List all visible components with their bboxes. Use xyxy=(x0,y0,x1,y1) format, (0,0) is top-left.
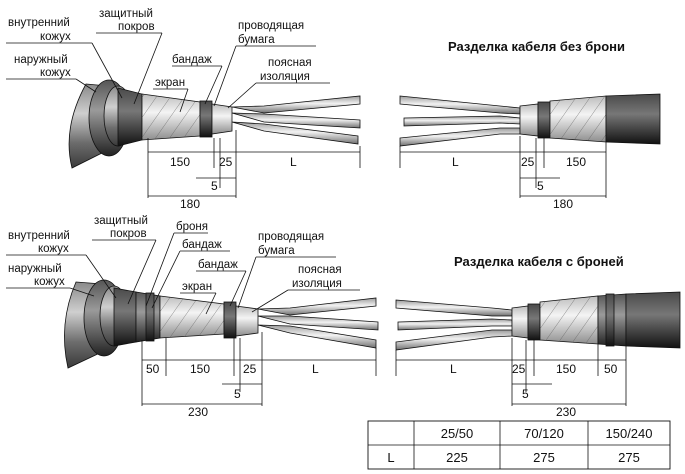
top-label-bandage: бандаж xyxy=(172,54,212,66)
bottom-right-sheath xyxy=(625,291,681,349)
top-dim-right-150: 150 xyxy=(566,155,586,169)
bottom-label-armor: броня xyxy=(176,221,208,233)
top-dim-left-150: 150 xyxy=(170,155,190,169)
bottom-label-belt-2: изоляция xyxy=(292,278,342,290)
bottom-left-cable-end xyxy=(64,279,379,369)
bottom-labels: внутренний кожух защитный покров наружны… xyxy=(6,215,360,315)
top-dim-right-180: 180 xyxy=(553,197,573,211)
bottom-label-protective-2: покров xyxy=(110,228,147,240)
bottom-label-belt-1: поясная xyxy=(298,264,342,276)
bottom-dim-left-25: 25 xyxy=(243,362,257,376)
top-core-1 xyxy=(231,95,361,114)
top-right-core-3 xyxy=(399,127,521,147)
bottom-label-screen: экран xyxy=(182,281,212,293)
bottom-dim-right-L: L xyxy=(450,362,457,376)
bottom-dim-right-230: 230 xyxy=(556,405,576,419)
top-core-3 xyxy=(231,121,359,145)
top-left-cable-end xyxy=(68,79,361,169)
bottom-label-paper-1: проводящая xyxy=(258,231,324,243)
bottom-right-cable-end xyxy=(395,291,681,351)
bottom-label-outer-sheath-2: кожух xyxy=(34,276,65,288)
bottom-dim-right-50: 50 xyxy=(604,362,618,376)
top-label-inner-sheath-1: внутренний xyxy=(8,17,70,29)
table-header-150-240: 150/240 xyxy=(606,426,653,441)
top-conductive-paper xyxy=(211,103,233,135)
bottom-protective-cover xyxy=(113,287,137,347)
bottom-conductive-paper xyxy=(235,305,259,337)
top-label-outer-sheath-2: кожух xyxy=(40,67,71,79)
top-dim-right-5: 5 xyxy=(537,179,544,193)
bottom-right-armor-bandage xyxy=(605,293,615,347)
top-label-protective-2: покров xyxy=(118,21,155,33)
bottom-label-paper-2: бумага xyxy=(258,245,295,257)
bottom-bandage xyxy=(223,301,237,339)
length-table: 25/50 70/120 150/240 L 225 275 275 xyxy=(367,420,671,470)
bottom-diagram: Разделка кабеля с броней xyxy=(6,215,681,419)
top-dim-left-180: 180 xyxy=(180,197,200,211)
bottom-label-outer-sheath-1: наружный xyxy=(8,263,62,275)
top-right-dimensions: L 25 150 5 180 xyxy=(399,136,607,211)
top-right-core-1 xyxy=(399,95,521,115)
bottom-left-dimensions: 50 150 25 L 5 230 xyxy=(141,332,377,419)
bottom-dim-right-25: 25 xyxy=(512,362,526,376)
bottom-dim-right-5: 5 xyxy=(522,387,529,401)
top-dim-left-25: 25 xyxy=(219,155,233,169)
bottom-label-protective-1: защитный xyxy=(94,215,148,227)
bottom-core-3 xyxy=(257,324,377,349)
bottom-core-2 xyxy=(257,315,379,331)
table-header-25-50: 25/50 xyxy=(441,426,474,441)
bottom-label-bandage-2: бандаж xyxy=(198,259,238,271)
top-label-belt-1: поясная xyxy=(268,57,312,69)
top-label-belt-2: изоляция xyxy=(260,71,310,83)
top-right-sheath xyxy=(605,93,661,145)
top-right-cable-end xyxy=(399,93,661,147)
bottom-armor-bandage xyxy=(145,292,155,342)
bottom-dim-left-50: 50 xyxy=(146,362,160,376)
bottom-title: Разделка кабеля с броней xyxy=(454,254,624,269)
table-cell-275-b: 275 xyxy=(618,450,640,465)
bottom-label-inner-sheath-1: внутренний xyxy=(8,230,70,242)
table-header-70-120: 70/120 xyxy=(524,426,564,441)
top-core-2 xyxy=(231,112,361,129)
top-dim-left-L: L xyxy=(290,155,297,169)
top-dim-right-L: L xyxy=(452,155,459,169)
top-bandage xyxy=(199,100,213,138)
top-title: Разделка кабеля без брони xyxy=(448,39,625,54)
top-right-bandage xyxy=(537,101,551,139)
top-dim-right-25: 25 xyxy=(521,155,535,169)
top-label-outer-sheath-1: наружный xyxy=(14,54,68,66)
bottom-right-core-3 xyxy=(395,329,513,351)
bottom-dim-left-230: 230 xyxy=(188,405,208,419)
bottom-right-paper xyxy=(511,305,529,339)
bottom-dim-left-L: L xyxy=(312,362,319,376)
top-label-protective-1: защитный xyxy=(99,8,153,20)
bottom-right-core-2 xyxy=(397,318,513,331)
bottom-dim-left-5: 5 xyxy=(234,387,241,401)
top-right-core-2 xyxy=(403,115,521,127)
top-label-inner-sheath-2: кожух xyxy=(40,31,71,43)
bottom-label-inner-sheath-2: кожух xyxy=(38,243,69,255)
bottom-right-core-1 xyxy=(395,299,513,317)
table-cell-275-a: 275 xyxy=(533,450,555,465)
table-row-label: L xyxy=(387,450,394,465)
table-cell-225: 225 xyxy=(446,450,468,465)
bottom-dim-left-150: 150 xyxy=(190,362,210,376)
bottom-core-1 xyxy=(257,297,377,316)
bottom-label-bandage-1: бандаж xyxy=(182,239,222,251)
top-label-screen: экран xyxy=(155,77,185,89)
bottom-right-bandage xyxy=(527,303,541,341)
top-left-dimensions: 150 25 L 5 180 xyxy=(147,130,361,211)
bottom-dim-right-150: 150 xyxy=(556,362,576,376)
bottom-right-dimensions: L 25 150 50 5 230 xyxy=(395,338,627,419)
top-label-paper-1: проводящая xyxy=(238,20,304,32)
top-right-paper xyxy=(519,103,539,137)
top-diagram: Разделка кабеля без брони xyxy=(6,8,661,211)
top-label-paper-2: бумага xyxy=(238,34,275,46)
top-dim-left-5: 5 xyxy=(211,179,218,193)
top-labels: внутренний кожух защитный покров наружны… xyxy=(6,8,330,113)
